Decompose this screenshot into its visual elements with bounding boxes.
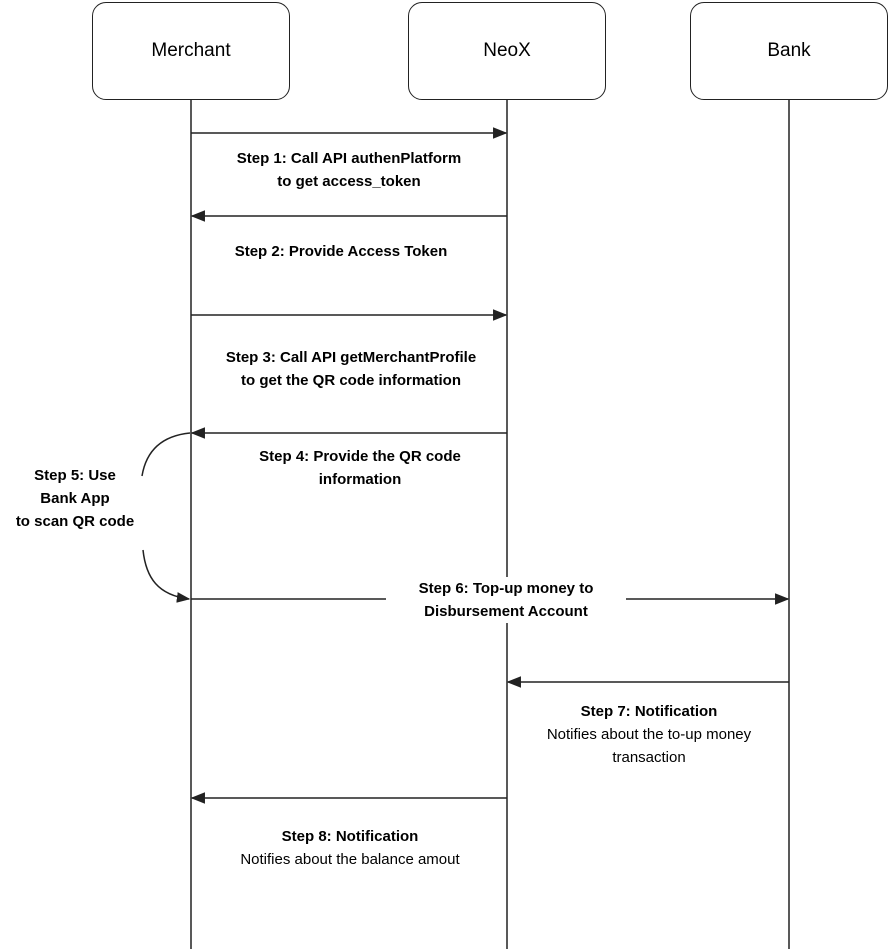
step7-label: Step 7: Notification Notifies about the … xyxy=(509,700,789,769)
step7-line1: Notifies about the to-up money xyxy=(546,726,752,743)
step6-line2: Disbursement Account xyxy=(424,603,588,620)
step7-line2: transaction xyxy=(612,749,686,766)
actor-bank: Bank xyxy=(690,2,888,100)
step5-label: Step 5: Use Bank App to scan QR code xyxy=(0,464,150,533)
actor-bank-label: Bank xyxy=(767,40,811,61)
step1-line1: Step 1: Call API authenPlatform xyxy=(236,150,462,167)
step7-title: Step 7: Notification xyxy=(580,703,718,720)
actor-merchant-label: Merchant xyxy=(151,40,231,61)
step4-label: Step 4: Provide the QR code information xyxy=(205,445,515,491)
step1-line2: to get access_token xyxy=(277,173,421,190)
step3-line2: to get the QR code information xyxy=(241,372,461,389)
step8-line1: Notifies about the balance amout xyxy=(240,851,460,868)
step6-label: Step 6: Top-up money to Disbursement Acc… xyxy=(386,577,626,623)
step8-label: Step 8: Notification Notifies about the … xyxy=(195,825,505,871)
step1-label: Step 1: Call API authenPlatform to get a… xyxy=(196,147,502,193)
actor-neox: NeoX xyxy=(408,2,606,100)
step4-line1: Step 4: Provide the QR code xyxy=(259,448,461,465)
step8-title: Step 8: Notification xyxy=(281,828,419,845)
step5-line3: to scan QR code xyxy=(15,513,135,530)
step3-label: Step 3: Call API getMerchantProfile to g… xyxy=(186,346,516,392)
step6-line1: Step 6: Top-up money to xyxy=(418,580,594,597)
step5-line2: Bank App xyxy=(40,490,110,507)
actor-merchant: Merchant xyxy=(92,2,290,100)
step2-label: Step 2: Provide Access Token xyxy=(188,240,494,263)
step4-line2: information xyxy=(318,471,402,488)
step2-line1: Step 2: Provide Access Token xyxy=(234,243,448,260)
step3-line1: Step 3: Call API getMerchantProfile xyxy=(225,349,477,366)
curve-step5-top xyxy=(141,432,191,477)
step5-line1: Step 5: Use xyxy=(34,467,116,484)
curve-step5-bottom xyxy=(142,549,191,603)
actor-neox-label: NeoX xyxy=(483,40,531,61)
